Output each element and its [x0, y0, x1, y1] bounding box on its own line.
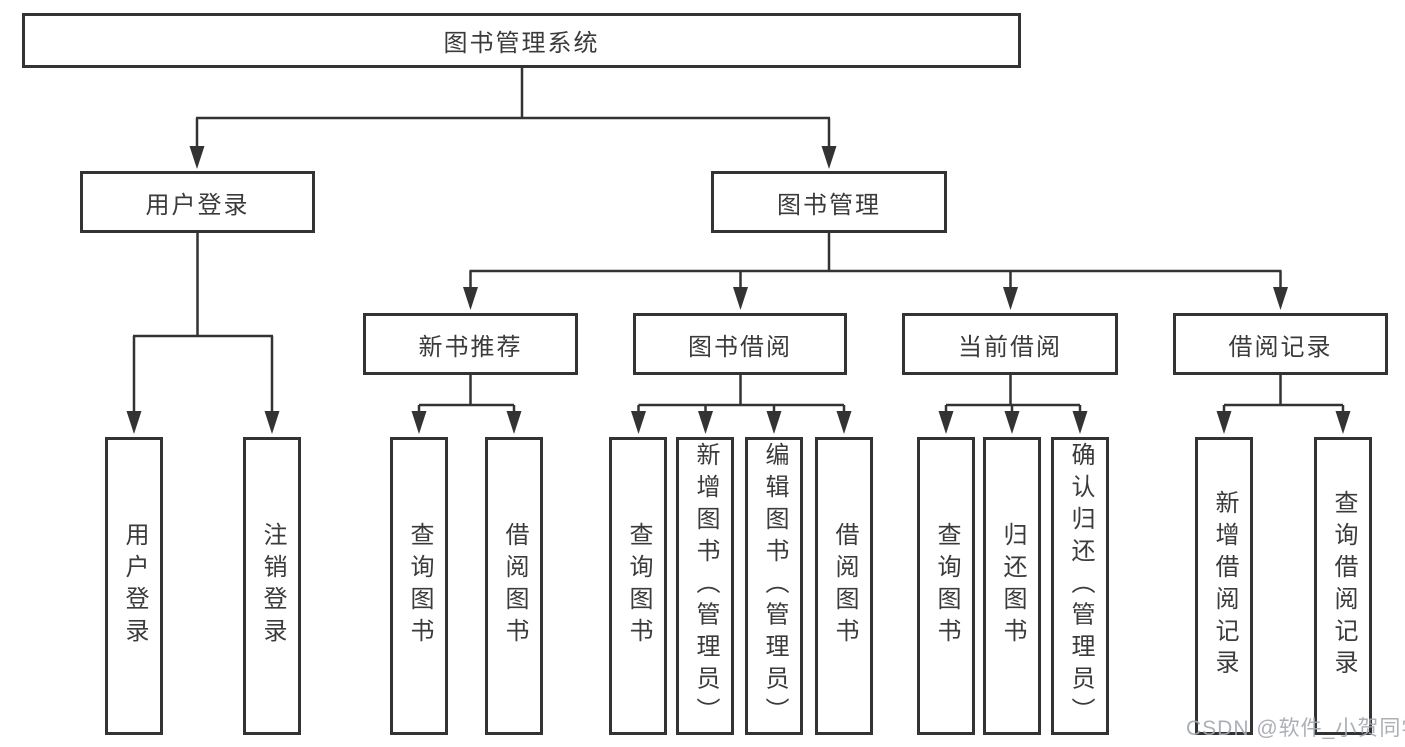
arrow-icon: [631, 411, 646, 434]
leaf-logout: 注销登录: [243, 437, 301, 735]
leaf-add-borrow-record: 新增借阅记录: [1195, 437, 1253, 735]
node-library-system: 图书管理系统: [22, 13, 1021, 68]
leaf-query-books-current: 查询图书: [917, 437, 975, 735]
arrow-icon: [506, 411, 522, 434]
leaf-user-login: 用户登录: [105, 437, 163, 735]
arrow-icon: [938, 411, 954, 434]
arrow-icon: [1273, 287, 1288, 310]
arrow-icon: [126, 411, 142, 434]
node-book-borrow: 图书借阅: [633, 313, 847, 375]
leaf-borrow-books: 借阅图书: [815, 437, 873, 735]
arrowheads: [126, 146, 1351, 434]
node-current-borrow: 当前借阅: [902, 313, 1118, 375]
leaf-query-books-borrow: 查询图书: [609, 437, 667, 735]
node-user-login: 用户登录: [80, 171, 315, 233]
connector-book-management: [469, 233, 1282, 291]
leaf-add-book-admin: 新增图书（管理员）: [676, 437, 734, 735]
arrow-icon: [1216, 411, 1232, 434]
node-new-book-recommend: 新书推荐: [363, 313, 578, 375]
leaf-borrow-books-recommend: 借阅图书: [485, 437, 543, 735]
connector-user-login: [132, 233, 274, 415]
arrow-icon: [733, 287, 748, 310]
leaf-query-books-recommend: 查询图书: [390, 437, 448, 735]
csdn-watermark: CSDN @软件_小贺同学: [1186, 717, 1405, 740]
connector-current-borrow: [944, 375, 1082, 415]
arrow-icon: [821, 146, 837, 169]
arrow-icon: [698, 411, 713, 434]
node-borrow-records: 借阅记录: [1173, 313, 1388, 375]
arrow-icon: [836, 411, 852, 434]
leaf-query-borrow-record: 查询借阅记录: [1314, 437, 1372, 735]
connector-book-borrow: [637, 375, 846, 415]
arrow-icon: [189, 146, 205, 169]
arrow-icon: [1335, 411, 1351, 434]
connector-new-book-recommend: [417, 375, 516, 415]
arrow-icon: [1003, 287, 1018, 310]
arrow-icon: [766, 411, 782, 434]
arrow-icon: [463, 287, 478, 310]
leaf-edit-book-admin: 编辑图书（管理员）: [745, 437, 803, 735]
connector-root: [195, 68, 831, 150]
leaf-confirm-return-admin: 确认归还（管理员）: [1051, 437, 1109, 735]
arrow-icon: [1072, 411, 1088, 434]
connector-borrow-records: [1222, 375, 1345, 415]
arrow-icon: [411, 411, 427, 434]
leaf-return-books: 归还图书: [983, 437, 1041, 735]
arrow-icon: [264, 411, 280, 434]
node-book-management: 图书管理: [711, 171, 947, 233]
arrow-icon: [1004, 411, 1020, 434]
